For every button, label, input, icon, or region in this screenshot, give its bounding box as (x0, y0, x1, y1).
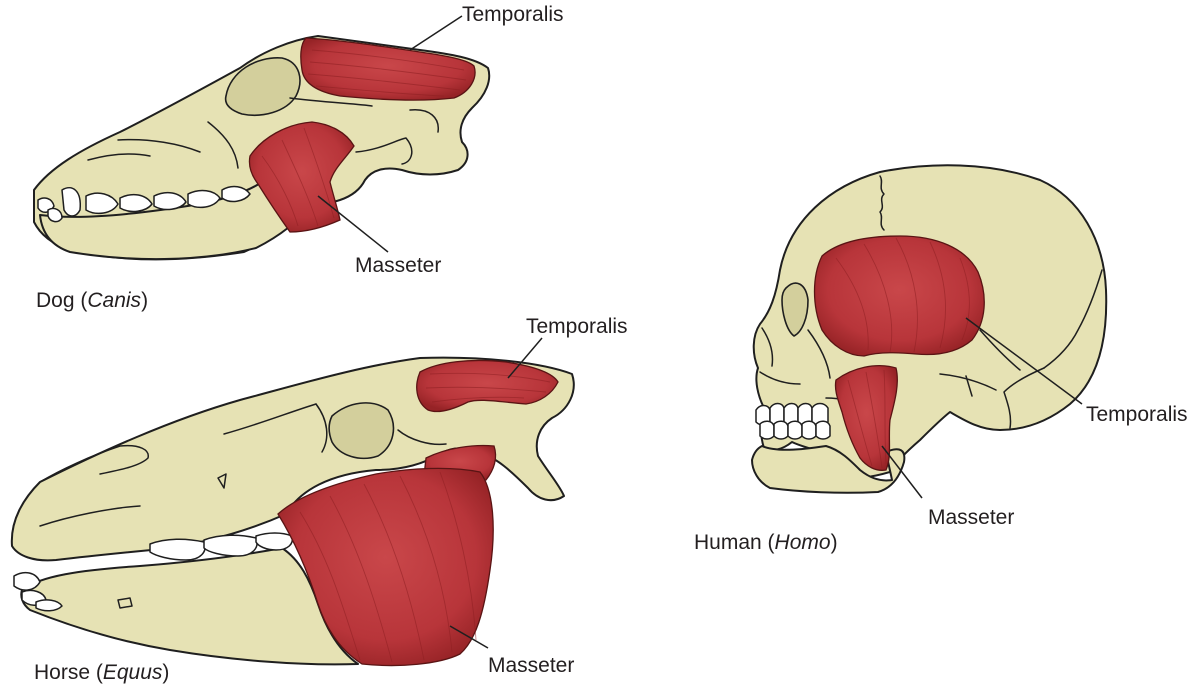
horse-masseter-label: Masseter (488, 654, 574, 677)
horse-temporalis-label: Temporalis (526, 315, 628, 338)
horse-skull-figure: Temporalis Masseter Horse (Equus) (10, 315, 628, 684)
human-masseter-label: Masseter (928, 506, 1014, 529)
human-temporalis-label: Temporalis (1086, 403, 1188, 426)
human-orbit (781, 282, 809, 337)
horse-species-label: Horse (Equus) (34, 661, 169, 684)
dog-orbit (224, 57, 301, 116)
dog-teeth (37, 185, 251, 223)
dog-skull-figure: Temporalis Masseter Dog (Canis) (33, 3, 564, 312)
horse-mandible (20, 547, 359, 666)
human-species-label: Human (Homo) (694, 531, 838, 554)
human-teeth (755, 402, 831, 440)
dog-temporalis-muscle (300, 37, 476, 101)
horse-teeth (13, 532, 294, 612)
horse-orbit (328, 402, 395, 460)
horse-masseter-muscle (277, 467, 494, 667)
human-mandible (751, 445, 906, 494)
human-temporalis-muscle (813, 235, 985, 357)
human-skull-figure: Temporalis Masseter Human (Homo) (694, 164, 1188, 554)
dog-temporalis-label: Temporalis (462, 3, 564, 26)
dog-species-label: Dog (Canis) (36, 289, 148, 312)
dog-masseter-label: Masseter (355, 254, 441, 277)
